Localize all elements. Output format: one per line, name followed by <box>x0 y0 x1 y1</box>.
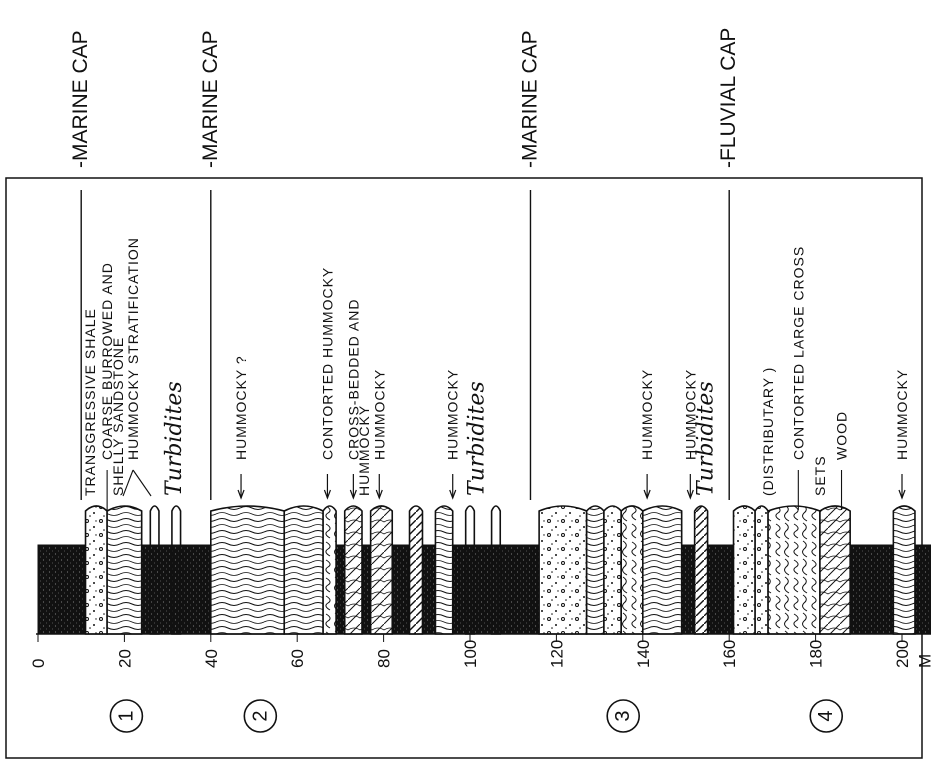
sand-unit <box>538 505 588 635</box>
annotation-arrow-head <box>375 489 383 500</box>
sand-unit <box>434 505 454 635</box>
cap-label: -MARINE CAP <box>199 30 222 168</box>
annotation-label: WOOD <box>834 411 850 460</box>
axis-tick-label: 20 <box>115 649 134 668</box>
sand-unit <box>149 505 160 635</box>
sequence-number: 1 <box>115 710 137 721</box>
sequence-marker: 1 <box>109 699 144 733</box>
axis-tick-label: 200 <box>893 640 912 668</box>
axis-tick-label: 0 <box>29 659 48 668</box>
sand-unit <box>754 505 769 635</box>
sand-unit <box>642 505 683 635</box>
sand-unit <box>892 505 916 635</box>
annotation-arrow-head <box>323 489 332 500</box>
annotation-arrow-head <box>349 489 357 500</box>
sand-unit <box>490 505 502 635</box>
annotation-label: (DISTRIBUTARY ) <box>760 367 776 496</box>
depth-axis: 0 20 40 60 80 100 120 140 160 180 200M <box>29 634 931 668</box>
axis-tick-label: 140 <box>634 640 653 668</box>
annotation-label: HUMMOCKY <box>894 369 910 460</box>
cap-label: -MARINE CAP <box>69 30 92 168</box>
sand-unit <box>84 505 108 635</box>
annotation-arrow-head <box>898 489 906 500</box>
sand-unit <box>171 505 182 635</box>
sand-unit <box>283 505 324 635</box>
annotation-pointers <box>106 469 906 510</box>
annotation-label: COARSE BURROWED AND <box>99 262 115 460</box>
annotation-label: HUMMOCKY <box>639 369 655 460</box>
sand-unit <box>732 505 756 635</box>
sand-unit <box>620 505 644 635</box>
turbidites-label: Turbidites <box>465 381 490 496</box>
axis-tick-label: 80 <box>375 649 394 668</box>
cap-label: -FLUVIAL CAP <box>717 28 740 168</box>
annotation-arrow-head <box>643 489 651 500</box>
annotation-label: HUMMOCKY <box>682 369 698 460</box>
figure-frame <box>5 177 923 759</box>
cap-lines <box>80 190 730 500</box>
axis-unit-label: M <box>916 654 931 668</box>
annotation-fork <box>122 469 152 497</box>
sand-unit <box>603 505 622 635</box>
axis-tick-label: 100 <box>461 640 480 668</box>
turbidites-label: Turbidites <box>694 381 719 496</box>
sand-unit <box>819 505 851 635</box>
annotation-label: CONTORTED LARGE CROSS <box>790 246 806 460</box>
sand-unit <box>343 505 363 635</box>
sequence-marker: 2 <box>243 699 278 733</box>
sand-unit <box>693 505 709 635</box>
annotation-label: SETS <box>812 455 828 496</box>
sand-unit <box>464 505 476 635</box>
axis-tick-label: 60 <box>288 649 307 668</box>
annotation-arrow-head <box>237 489 245 500</box>
lithologic-column <box>36 505 931 635</box>
sequence-number: 4 <box>815 710 837 721</box>
annotation-label: TRANSGRESSIVE SHALE <box>82 308 98 496</box>
sand-unit <box>767 505 821 635</box>
sequence-marker: 3 <box>606 699 641 733</box>
sand-unit <box>369 505 394 635</box>
axis-tick-label: 180 <box>807 640 826 668</box>
annotation-label: CONTORTED HUMMOCKY <box>319 267 335 460</box>
cap-labels: -MARINE CAP -MARINE CAP -MARINE CAP -FLUVIA… <box>69 28 740 168</box>
axis-tick-label: 120 <box>547 640 566 668</box>
annotation-label: SHELLY SANDSTONE <box>110 337 126 496</box>
annotation-label: HUMMOCKY STRATIFICATION <box>125 237 141 460</box>
axis-tick-label: 40 <box>202 649 221 668</box>
sequence-number: 3 <box>612 710 634 721</box>
annotation-label: HUMMOCKY ? <box>233 355 249 460</box>
sequence-number: 2 <box>249 710 271 721</box>
annotation-label: HUMMOCKY <box>445 369 461 460</box>
annotation-label: HUMMOCKY <box>371 369 387 460</box>
sand-unit <box>408 505 424 635</box>
annotation-label: HUMMOCKY <box>356 405 372 496</box>
sand-unit <box>322 505 337 635</box>
sequence-marker: 4 <box>809 699 844 733</box>
turbidites-label: Turbidites <box>162 381 187 496</box>
cap-label: -MARINE CAP <box>518 30 541 168</box>
sand-unit <box>585 505 605 635</box>
annotation-label: CROSS-BEDDED AND <box>345 299 361 460</box>
sand-unit <box>210 505 286 635</box>
annotation-arrow-head <box>686 489 694 500</box>
sand-unit <box>106 505 143 635</box>
axis-tick-label: 160 <box>720 640 739 668</box>
annotation-arrow-head <box>449 489 457 500</box>
sequence-markers: 1 2 3 4 <box>109 699 844 733</box>
